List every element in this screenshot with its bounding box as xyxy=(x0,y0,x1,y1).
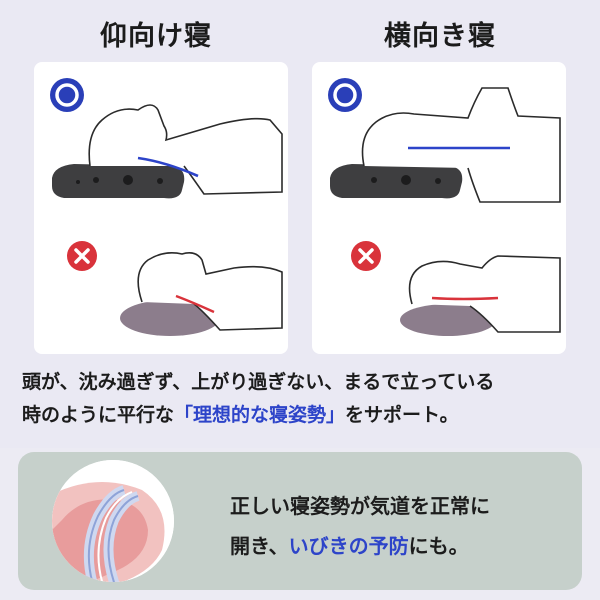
sunken-side-head-icon xyxy=(408,255,561,333)
bad-mark-icon xyxy=(67,241,97,271)
description-line-2-text: 時のように平行な xyxy=(22,404,175,426)
supine-title: 仰向け寝 xyxy=(100,21,212,52)
description-line-2: 時のように平行な「理想的な寝姿勢」をサポート。 xyxy=(22,399,582,432)
good-mark-icon xyxy=(50,78,84,112)
supine-head-icon xyxy=(88,104,283,195)
supine-card xyxy=(34,62,288,354)
posture-description: 頭が、沈み過ぎず、上がり過ぎない、まるで立っている 時のように平行な「理想的な寝… xyxy=(22,366,582,432)
description-line-1: 頭が、沈み過ぎず、上がり過ぎない、まるで立っている xyxy=(22,371,495,393)
bent-neck-icon xyxy=(175,294,215,314)
airway-line-1: 正しい寝姿勢が気道を正常に xyxy=(230,494,490,518)
airway-line-2-text: 開き、 xyxy=(230,534,289,558)
bad-mark-icon xyxy=(351,241,381,271)
airway-line-2-tail: にも。 xyxy=(408,534,469,558)
supine-illustration xyxy=(50,78,283,336)
soft-pillow-icon xyxy=(120,300,220,336)
soft-pillow-icon xyxy=(400,304,496,336)
airway-illustration xyxy=(52,460,174,582)
description-line-2-tail: をサポート。 xyxy=(345,404,459,426)
sunken-head-icon xyxy=(137,252,283,331)
side-card xyxy=(312,62,566,354)
airway-line-2: 開き、いびきの予防にも。 xyxy=(230,526,570,566)
side-head-icon xyxy=(361,87,561,203)
ideal-posture-highlight: 「理想的な寝姿勢」 xyxy=(174,404,346,426)
ergonomic-pillow-icon xyxy=(52,164,185,199)
bent-spine-icon xyxy=(431,296,499,301)
airway-description: 正しい寝姿勢が気道を正常に 開き、いびきの予防にも。 xyxy=(230,486,570,566)
neck-alignment-icon xyxy=(137,156,199,178)
side-illustration xyxy=(328,78,561,336)
side-title: 横向き寝 xyxy=(384,21,496,52)
airway-icon xyxy=(52,460,174,582)
ergonomic-pillow-icon xyxy=(330,164,463,199)
airway-panel: 正しい寝姿勢が気道を正常に 開き、いびきの予防にも。 xyxy=(18,452,582,590)
good-mark-icon xyxy=(328,78,362,112)
snoring-prevention-highlight: いびきの予防 xyxy=(288,534,409,558)
comparison-section: 仰向け寝 横向き寝 xyxy=(22,21,582,432)
